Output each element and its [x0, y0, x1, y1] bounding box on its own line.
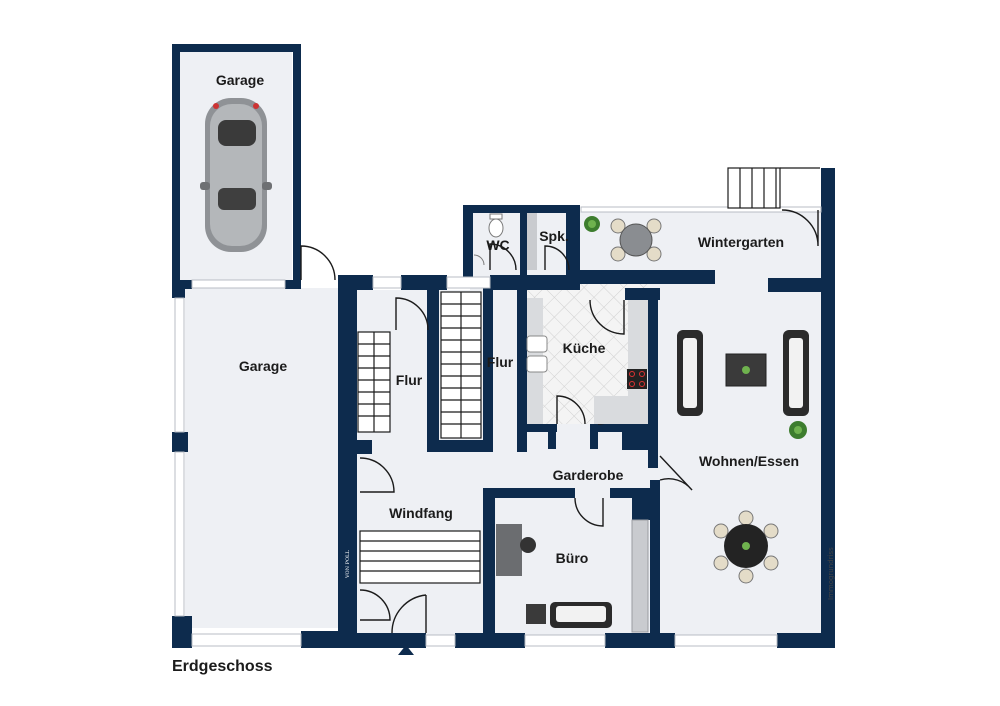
stairs — [357, 167, 820, 584]
kitchen-counters — [526, 298, 648, 424]
room-label-garderobe: Garderobe — [552, 467, 624, 483]
room-label-kueche: Küche — [562, 340, 606, 356]
floor-title: Erdgeschoss — [172, 658, 273, 675]
wardrobe — [631, 519, 649, 633]
plant-icon — [584, 216, 600, 232]
sofa-icon — [677, 330, 809, 416]
dining-table-wintergarten-icon — [610, 218, 662, 262]
room-label-garage-top: Garage — [215, 72, 265, 88]
dining-table-icon — [713, 510, 779, 584]
stove-icon — [627, 369, 647, 389]
room-label-wc: WC — [486, 237, 510, 253]
plant-icon — [789, 421, 807, 439]
room-label-windfang: Windfang — [389, 505, 453, 521]
entrance-arrow — [398, 645, 414, 655]
spk-shelf — [527, 213, 537, 270]
desk-icon — [496, 524, 536, 576]
logo-text: VON POLL — [345, 550, 351, 578]
credit-text: Immogrundriss — [827, 547, 835, 600]
room-label-flur-left: Flur — [395, 372, 423, 388]
toilet-icon — [473, 213, 504, 266]
car-icon — [200, 98, 272, 252]
room-label-flur-right: Flur — [486, 354, 514, 370]
room-label-buero: Büro — [555, 550, 589, 566]
windows — [174, 206, 822, 647]
logo-badge — [342, 530, 355, 580]
coffee-table-icon — [725, 353, 767, 387]
room-label-garage-main: Garage — [238, 358, 288, 374]
room-label-wohnen-essen: Wohnen/Essen — [698, 453, 800, 469]
office-sofa-icon — [526, 602, 612, 628]
room-label-spk: Spk. — [539, 228, 569, 244]
room-label-wintergarten: Wintergarten — [697, 234, 785, 250]
